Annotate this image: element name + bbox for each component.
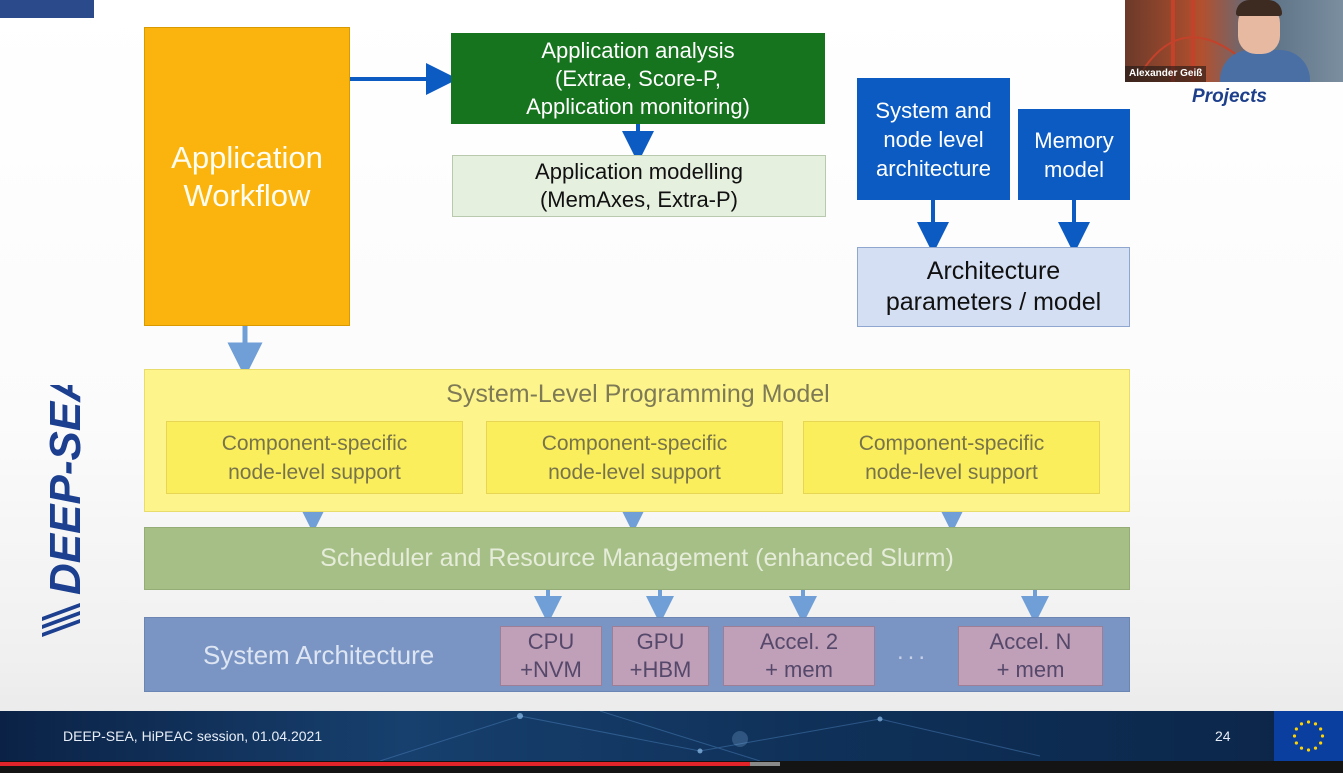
comp2-line-1: Component-specific [541,431,728,455]
logo-text: DEEP-SEA [41,385,90,595]
memory-model-box: Memory model [1018,109,1130,200]
footer-bar: DEEP-SEA, HiPEAC session, 01.04.2021 24 [0,711,1343,761]
cpu-line-2: +NVM [520,657,582,682]
gpu-line-2: +HBM [629,657,692,682]
sysnode-line-1: System and [875,97,992,123]
presenter-body [1220,50,1310,82]
architecture-parameters-box: Architecture parameters / model [857,247,1130,327]
application-workflow-box: Application Workflow [144,27,350,326]
system-node-architecture-box: System and node level architecture [857,78,1010,200]
accel2-line-2: + mem [765,657,833,682]
eu-star [1299,722,1304,726]
component-support-box-3: Component-specific node-level support [803,421,1100,494]
comp3-line-2: node-level support [865,460,1038,484]
analysis-line-1: Application analysis [541,37,735,63]
deep-sea-logo: DEEP-SEA [41,385,90,637]
video-progress-fill [0,762,753,766]
eu-star [1306,720,1311,724]
hw-accel-n: Accel. N + mem [958,626,1103,686]
projects-caption: Projects [1192,86,1267,107]
accel2-line-1: Accel. 2 [759,629,839,654]
webcam-video[interactable]: Alexander Geiß [1125,0,1343,82]
eu-star [1306,748,1311,752]
eu-star [1294,741,1298,745]
hw-gpu-hbm: GPU +HBM [612,626,709,686]
hardware-ellipsis: ... [897,638,930,665]
slpm-title: System-Level Programming Model [446,380,830,408]
eu-star [1299,746,1304,750]
memory-line-2: model [1044,156,1104,182]
eu-star [1313,746,1318,750]
cpu-line-1: CPU [527,629,575,654]
workflow-line-2: Workflow [183,177,311,213]
workflow-line-1: Application [171,139,323,175]
acceln-line-1: Accel. N [989,629,1072,654]
acceln-line-2: + mem [996,657,1065,682]
presenter-name-tag: Alexander Geiß [1125,66,1207,82]
scheduler-resource-management-box: Scheduler and Resource Management (enhan… [144,527,1130,590]
header-accent-bar [0,0,94,18]
modelling-line-1: Application modelling [535,159,743,184]
hw-cpu-nvm: CPU +NVM [500,626,602,686]
page-number: 24 [1215,728,1231,744]
archparams-line-1: Architecture [926,257,1061,285]
comp3-line-1: Component-specific [858,431,1045,455]
comp1-line-2: node-level support [228,460,401,484]
sysnode-line-2: node level [883,126,984,152]
eu-star [1319,741,1323,745]
footer-session-text: DEEP-SEA, HiPEAC session, 01.04.2021 [63,728,323,744]
analysis-line-2: (Extrae, Score-P, [555,65,721,91]
eu-flag-icon [1274,711,1343,761]
presenter-hair [1236,0,1282,16]
eu-star [1313,722,1318,726]
application-analysis-box: Application analysis (Extrae, Score-P, A… [451,33,825,124]
video-buffer-segment [750,762,780,766]
eu-star [1292,734,1297,738]
system-architecture-box: System Architecture CPU +NVM GPU +HBM Ac… [144,617,1130,692]
comp1-line-1: Component-specific [221,431,408,455]
application-modelling-box: Application modelling (MemAxes, Extra-P) [452,155,826,217]
archparams-line-2: parameters / model [885,288,1102,316]
eu-star [1320,734,1325,738]
comp2-line-2: node-level support [548,460,721,484]
analysis-line-3: Application monitoring) [526,93,750,119]
footer-network-decoration [379,711,1041,761]
modelling-line-2: (MemAxes, Extra-P) [539,187,739,212]
memory-line-1: Memory [1034,127,1114,153]
component-support-box-2: Component-specific node-level support [486,421,783,494]
scheduler-label: Scheduler and Resource Management (enhan… [320,544,954,572]
eu-star [1294,727,1298,731]
video-progress-bar[interactable] [0,761,1343,773]
hw-accel-2: Accel. 2 + mem [723,626,875,686]
system-architecture-label: System Architecture [203,640,435,670]
sysnode-line-3: architecture [876,155,991,181]
eu-star [1319,727,1323,731]
system-level-programming-model-box: System-Level Programming Model Component… [144,369,1130,512]
gpu-line-1: GPU [636,629,685,654]
component-support-box-1: Component-specific node-level support [166,421,463,494]
